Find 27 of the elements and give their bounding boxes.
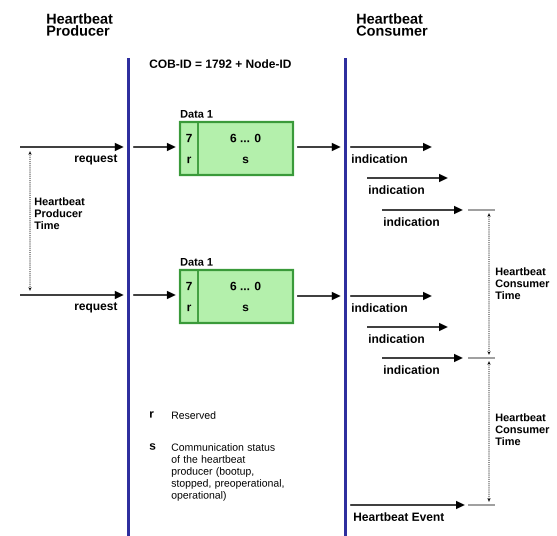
arrow-label: indication	[384, 365, 439, 374]
edge-label: request	[73, 153, 118, 166]
bus-line	[127, 58, 130, 536]
node-label: Data 1	[180, 258, 213, 266]
bit-field-cell: 7 r	[179, 121, 199, 176]
arrow-label: indication	[369, 185, 424, 194]
bit-field-cell: 6 ... 0 s	[197, 269, 294, 324]
arrow-label: indication	[369, 334, 424, 343]
dimension-label: Heartbeat Consumer Time	[495, 267, 550, 300]
header: Heartbeat Consumer	[356, 13, 428, 36]
dimension-label: Heartbeat Producer Time	[34, 197, 85, 230]
edge-label: indication	[350, 153, 409, 164]
node-label: Data 1	[180, 110, 213, 118]
arrow-label: indication	[384, 217, 439, 226]
title: COB-ID = 1792 + Node-ID	[150, 59, 291, 68]
edge-label: request	[73, 301, 118, 314]
edge-label: Heartbeat Event	[352, 511, 446, 522]
symbol-letter: s	[150, 443, 156, 450]
note-text: Reserved	[172, 411, 216, 419]
bit-field-cell: 6 ... 0 s	[197, 121, 294, 176]
edge-label: indication	[350, 302, 409, 313]
dimension-label: Heartbeat Consumer Time	[495, 413, 550, 446]
note-text: Communication status of the heartbeat producer (bootup, stopped, preoperational, operational)	[172, 443, 284, 501]
symbol-letter: r	[150, 411, 154, 418]
bus-line	[344, 58, 347, 536]
bit-field-cell: 7 r	[179, 269, 199, 324]
header: Heartbeat Producer	[47, 13, 113, 36]
